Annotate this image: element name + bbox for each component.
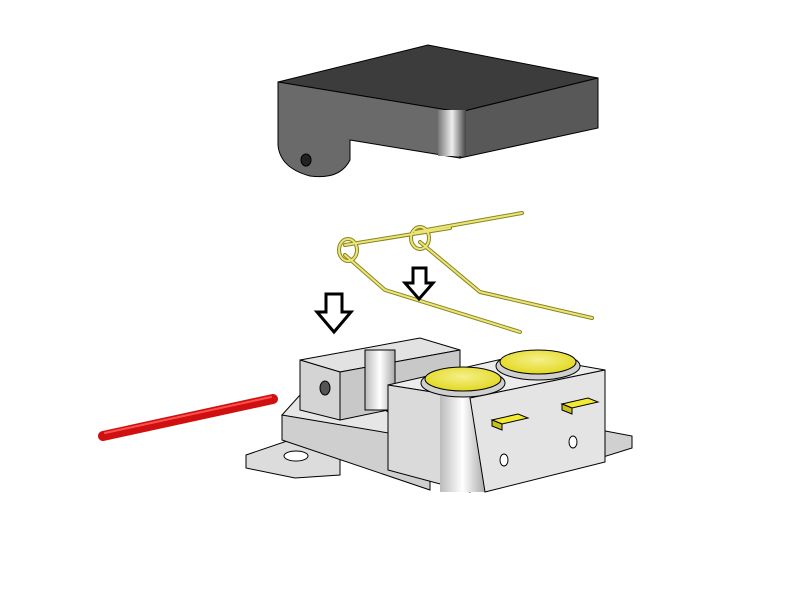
arrow-down-icon <box>401 266 437 302</box>
round-buttons <box>420 349 581 398</box>
arrow-down-icon <box>313 292 355 335</box>
base <box>245 337 633 493</box>
spring-highlights <box>338 212 593 333</box>
hinge-pin <box>98 394 278 441</box>
lid <box>277 44 599 178</box>
